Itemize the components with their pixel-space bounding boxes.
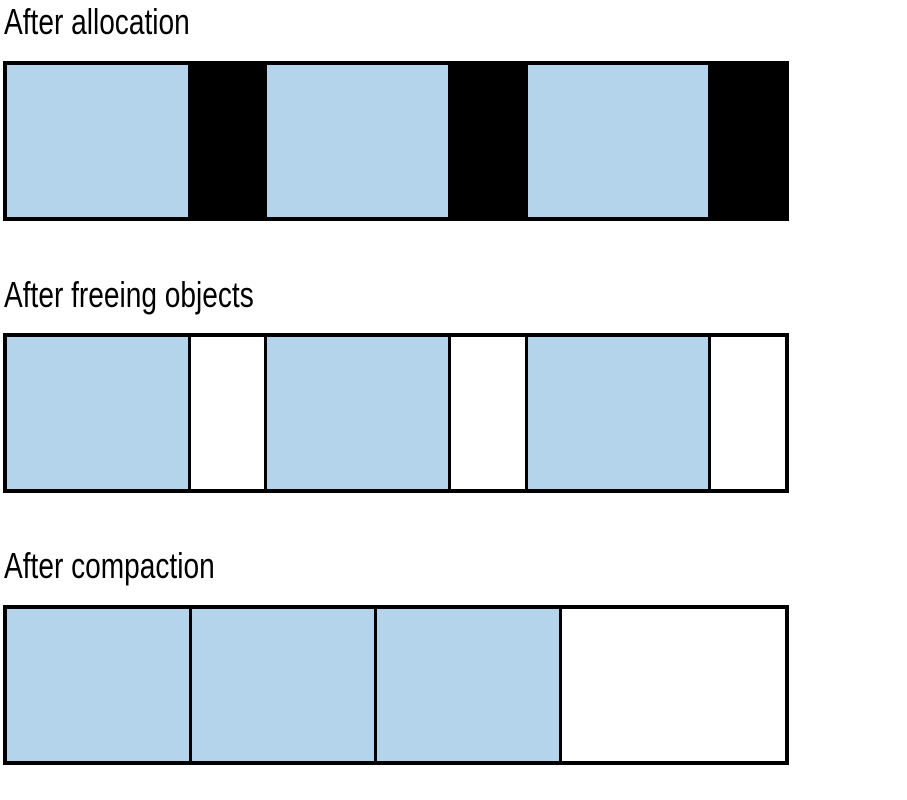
free-block (447, 337, 525, 489)
gap-block (187, 65, 265, 217)
row-title-after-compaction: After compaction (4, 545, 215, 586)
allocated-block (524, 65, 709, 217)
memory-strip-after-freeing-objects (3, 333, 789, 493)
memory-strip-after-compaction (3, 605, 789, 765)
allocated-block (524, 337, 709, 489)
row-title-after-allocation: After allocation (4, 1, 190, 42)
memory-strip-after-allocation (3, 61, 789, 221)
allocated-block (7, 337, 188, 489)
allocated-block (188, 609, 374, 761)
allocated-block (264, 65, 448, 217)
row-title-after-freeing-objects: After freeing objects (4, 274, 254, 315)
gap-block (708, 65, 786, 217)
allocated-block (7, 65, 188, 217)
free-block (187, 337, 265, 489)
allocated-block (7, 609, 189, 761)
free-block (708, 337, 786, 489)
free-block (558, 609, 786, 761)
allocated-block (373, 609, 559, 761)
allocated-block (264, 337, 448, 489)
gap-block (447, 65, 525, 217)
